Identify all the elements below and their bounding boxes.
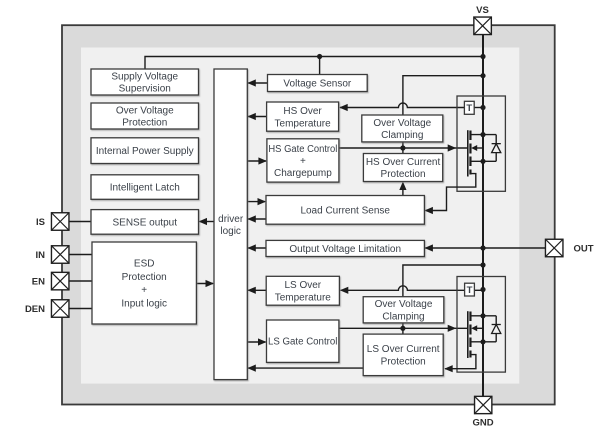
svg-text:Over Voltage: Over Voltage (116, 105, 174, 116)
svg-text:ESD: ESD (134, 259, 155, 270)
svg-text:Input logic: Input logic (121, 298, 167, 309)
svg-text:T: T (467, 285, 473, 296)
svg-text:Clamping: Clamping (382, 312, 424, 323)
svg-text:Over Voltage: Over Voltage (375, 299, 433, 310)
svg-text:LS Gate Control: LS Gate Control (268, 337, 337, 348)
svg-text:IN: IN (36, 250, 46, 261)
svg-text:HS Over: HS Over (283, 106, 322, 117)
svg-text:Protection: Protection (381, 169, 426, 180)
svg-text:Protection: Protection (122, 272, 167, 283)
svg-text:IS: IS (36, 217, 45, 228)
svg-text:+: + (141, 285, 147, 296)
svg-text:Internal Power Supply: Internal Power Supply (96, 146, 194, 157)
svg-text:LS Over: LS Over (284, 280, 321, 291)
svg-text:Supervision: Supervision (119, 84, 171, 95)
svg-text:Over Voltage: Over Voltage (373, 118, 431, 129)
svg-text:OUT: OUT (574, 244, 594, 255)
svg-text:Load Current Sense: Load Current Sense (300, 205, 390, 216)
svg-text:Voltage Sensor: Voltage Sensor (283, 79, 351, 90)
svg-text:HS Gate Control: HS Gate Control (268, 144, 337, 155)
svg-text:Clamping: Clamping (381, 130, 423, 141)
svg-text:Supply Voltage: Supply Voltage (111, 71, 178, 82)
svg-text:+: + (300, 156, 306, 167)
svg-text:SENSE output: SENSE output (113, 217, 178, 228)
svg-text:logic: logic (220, 226, 241, 237)
svg-text:Temperature: Temperature (275, 292, 332, 303)
svg-text:Output Voltage Limitation: Output Voltage Limitation (289, 244, 401, 255)
svg-text:Intelligent Latch: Intelligent Latch (110, 183, 180, 194)
svg-text:driver: driver (218, 214, 244, 225)
svg-text:EN: EN (32, 277, 45, 288)
svg-text:LS Over Current: LS Over Current (367, 344, 440, 355)
svg-text:T: T (466, 103, 472, 114)
svg-text:GND: GND (472, 417, 493, 428)
svg-text:Protection: Protection (381, 357, 426, 368)
svg-text:HS Over Current: HS Over Current (366, 157, 441, 168)
svg-text:DEN: DEN (25, 304, 45, 315)
svg-text:VS: VS (476, 5, 489, 16)
svg-text:Chargepump: Chargepump (274, 168, 332, 179)
svg-text:Protection: Protection (122, 118, 167, 129)
svg-text:Temperature: Temperature (275, 118, 332, 129)
